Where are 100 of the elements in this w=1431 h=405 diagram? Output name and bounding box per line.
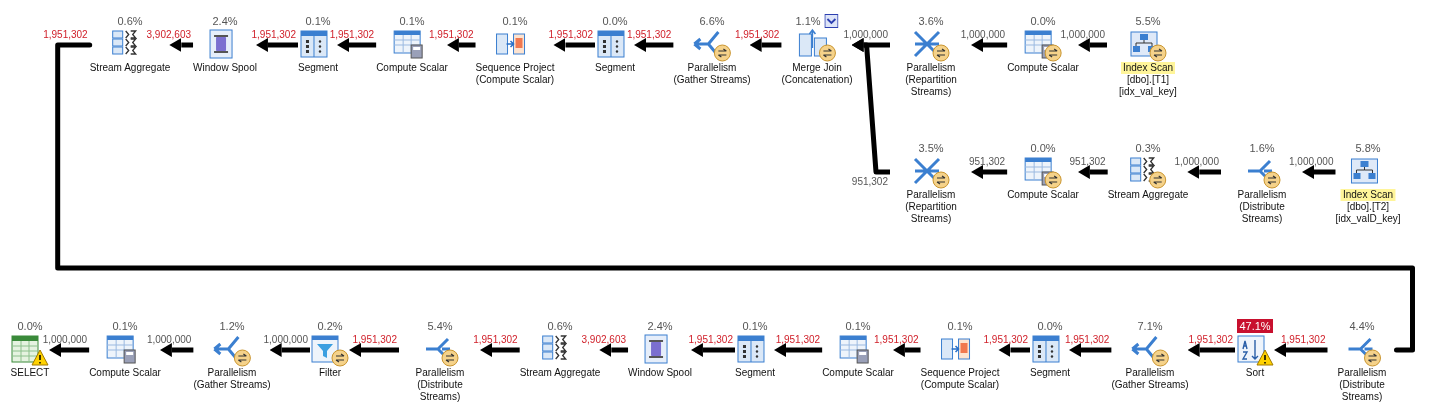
operator-name: Window Spool [193,62,257,74]
arrow [1077,38,1107,52]
operator-detail: (Gather Streams) [193,379,271,391]
operator-name: Segment [298,62,338,74]
arrow [337,38,377,52]
operator-detail: (Compute Scalar) [475,74,555,86]
cost-percent: 5.4% [427,319,453,333]
operator-name: Parallelism [1125,367,1175,379]
edge-label: 1,951,302 [251,29,296,41]
edge-label: 3,902,603 [146,29,192,41]
operator-name: Parallelism [1237,189,1287,201]
connector-line [55,42,1415,353]
edge-label: 1,951,302 [43,29,88,41]
operator-name: Parallelism [906,189,956,201]
cost-percent: 0.0% [1030,141,1056,155]
edge-label: 1,951,302 [874,334,919,346]
arrow [634,38,674,52]
cost-percent: 0.0% [17,319,43,333]
cost-percent: 2.4% [647,319,673,333]
cost-percent: 0.1% [947,319,973,333]
operator-detail: (Gather Streams) [673,74,751,86]
cost-percent: 5.8% [1355,141,1381,155]
operator-name: Segment [595,62,635,74]
arrow [971,38,1008,52]
operator-name: Parallelism [415,367,465,379]
cost-percent: 3.6% [918,14,944,28]
arrow [480,343,520,357]
cost-percent: 1.1% [795,14,821,28]
cost-percent: 0.1% [845,319,871,333]
operator-name: Compute Scalar [376,62,448,74]
operator-name: Index Scan [1340,189,1395,201]
operator-name: Compute Scalar [1007,62,1079,74]
operator-name: Stream Aggregate [519,367,601,379]
cost-percent: 3.5% [918,141,944,155]
edge-label: 1,000,000 [146,334,192,346]
cost-percent: 0.1% [742,319,768,333]
edge-label: 1,951,302 [1064,334,1110,346]
arrow [1302,165,1336,179]
edge-label: 1,000,000 [843,29,888,41]
arrow [998,343,1030,357]
edge-label: 1,951,302 [688,334,733,346]
edge-label: 1,951,302 [329,29,375,41]
operator-name: Merge Join [792,62,842,74]
cost-percent: 0.1% [502,14,528,28]
cost-percent: 0.1% [399,14,425,28]
operator-detail: (Distribute Streams) [1238,201,1286,225]
operator-name: Compute Scalar [822,367,894,379]
arrow [774,343,823,357]
operator-name: Stream Aggregate [89,62,171,74]
operator-name: Segment [735,367,775,379]
arrow [553,38,595,52]
object-name: [dbo].[T1] [idx_val_key] [1118,74,1178,98]
edge-label: 1,000,000 [960,29,1006,41]
arrow [1187,165,1221,179]
cost-percent: 0.0% [1030,14,1056,28]
arrow [690,343,735,357]
edge-label: 1,951,302 [775,334,821,346]
edge-label: 1,951,302 [473,334,518,346]
edge-label: 1,951,302 [548,29,593,41]
cost-percent: 0.0% [602,14,628,28]
cost-percent: 1.6% [1249,141,1275,155]
arrow [892,343,921,357]
edge-label: 1,951,302 [1281,334,1326,346]
cost-percent: 0.1% [305,14,331,28]
cost-percent: 0.2% [317,319,343,333]
operator-detail: (Distribute Streams) [1338,379,1386,403]
arrow [269,343,310,357]
edge-label: 1,000,000 [1289,156,1334,168]
arrow [1069,343,1112,357]
arrow [446,38,476,52]
operator-name: Sequence Project [920,367,1000,379]
arrow [749,38,782,52]
edge-label: 3,902,603 [581,334,627,346]
cost-percent: 0.3% [1135,141,1161,155]
arrow [599,343,629,357]
cost-percent: 1.2% [219,319,245,333]
arrow [169,38,194,52]
cost-percent: 0.0% [1037,319,1063,333]
edge-label: 1,951,302 [1188,334,1233,346]
cost-percent: 5.5% [1135,14,1161,28]
edge-label: 1,951,302 [626,29,672,41]
operator-detail: (Distribute Streams) [416,379,464,403]
edge-label: 1,951,302 [352,334,397,346]
edge-label: 1,951,302 [983,334,1028,346]
operator-name: Parallelism [207,367,257,379]
arrow [1077,165,1108,179]
cost-percent: 7.1% [1137,319,1163,333]
operator-name: Compute Scalar [89,367,161,379]
edge-label: 1,000,000 [1060,29,1105,41]
edge-label: 951,302 [851,176,888,188]
operator-name: Parallelism [687,62,737,74]
arrow [1187,343,1235,357]
operator-detail: (Compute Scalar) [920,379,1000,391]
edge-label: 1,951,302 [429,29,474,41]
arrow [49,343,90,357]
cost-percent: 6.6% [699,14,725,28]
operator-name: Sequence Project [475,62,555,74]
edge-label: 951,302 [969,156,1006,168]
operator-name: Parallelism [906,62,956,74]
operator-name: SELECT [10,367,50,379]
